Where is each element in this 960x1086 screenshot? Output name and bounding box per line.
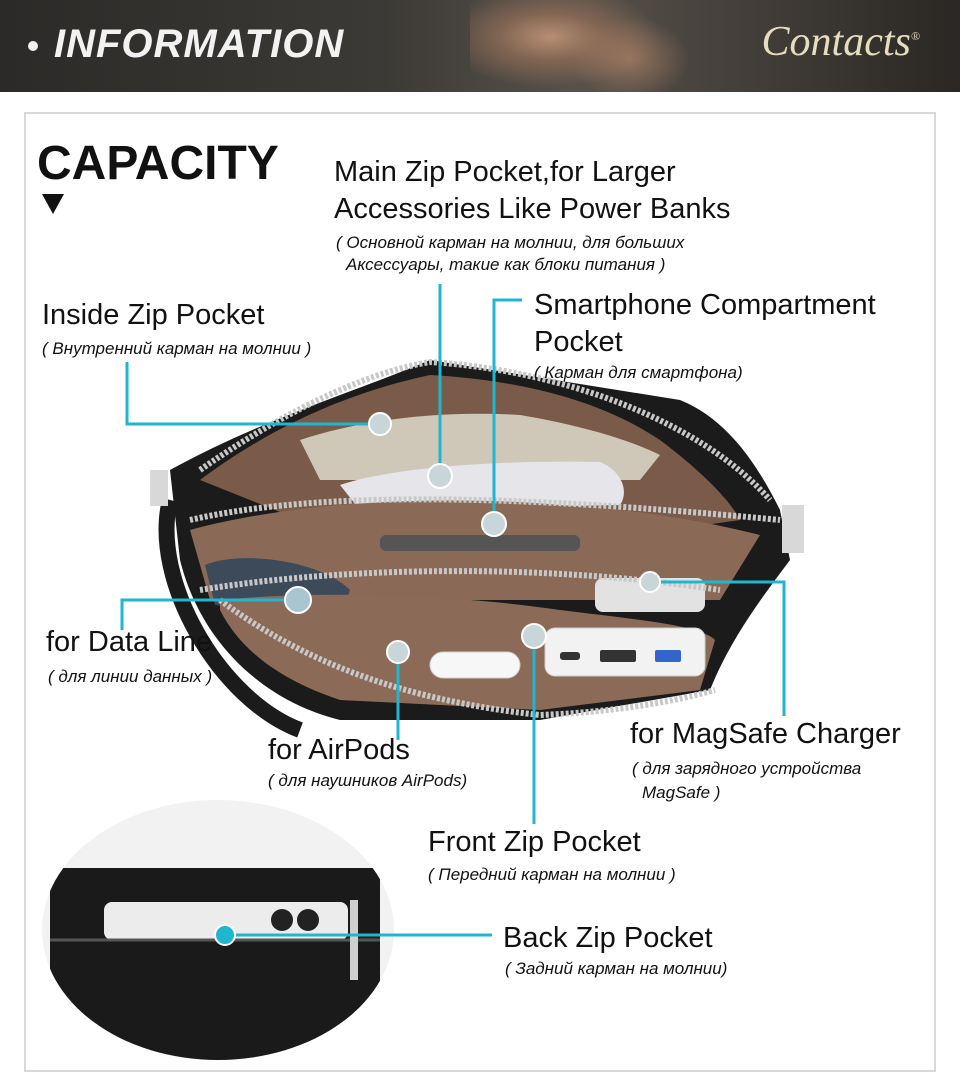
sub-back-zip: ( Задний карман на молнии) <box>505 959 728 978</box>
sub-magsafe-line2: MagSafe ) <box>642 783 721 802</box>
brand-logo: Contacts® <box>762 18 920 66</box>
magsafe-charger <box>595 578 705 612</box>
back-zip-pull <box>350 900 358 980</box>
dot-inside-zip <box>368 412 392 436</box>
label-inside-zip: Inside Zip Pocket <box>42 299 265 331</box>
banner-title: INFORMATION <box>28 22 344 67</box>
usb-cable <box>380 535 580 551</box>
airpods-case <box>429 651 521 679</box>
label-magsafe: for MagSafe Charger <box>630 718 901 750</box>
brand-name: Contacts <box>761 19 911 65</box>
triangle-down-icon <box>42 194 64 214</box>
bullet-icon <box>28 41 38 52</box>
zip-pull-left <box>150 470 168 506</box>
phone-camera-lens-1 <box>271 909 293 931</box>
label-main-zip-line2: Accessories Like Power Banks <box>334 193 731 225</box>
dot-smartphone <box>481 511 507 537</box>
line-smartphone <box>492 298 522 524</box>
label-back-zip: Back Zip Pocket <box>503 922 713 954</box>
content-frame <box>24 112 936 1072</box>
sub-main-zip-line2: Аксессуары, такие как блоки питания ) <box>346 255 666 274</box>
zipper-front <box>218 597 716 719</box>
brand-mark: ® <box>910 29 920 43</box>
sub-main-zip-line1: ( Основной карман на молнии, для больших <box>336 233 685 252</box>
banner-title-text: INFORMATION <box>54 22 345 66</box>
line-inside-zip <box>125 362 380 426</box>
dot-data-line <box>284 586 312 614</box>
label-smartphone-line1: Smartphone Compartment <box>534 289 876 321</box>
sub-inside-zip: ( Внутренний карман на молнии ) <box>42 339 312 358</box>
dot-main-zip <box>427 463 453 489</box>
hdmi-port <box>600 650 636 662</box>
label-airpods: for AirPods <box>268 734 410 766</box>
usb-a-port <box>655 650 681 662</box>
label-front-zip: Front Zip Pocket <box>428 826 641 858</box>
sub-magsafe-line1: ( для зарядного устройства <box>632 759 862 778</box>
phone-camera-lens-2 <box>297 909 319 931</box>
sub-airpods: ( для наушников AirPods) <box>268 771 468 790</box>
header-banner: INFORMATION Contacts® <box>0 0 960 92</box>
label-data-line: for Data Line <box>46 626 213 658</box>
dot-front-zip <box>521 623 547 649</box>
banner-photo-hands-2 <box>560 10 700 92</box>
dot-back-zip <box>214 924 236 946</box>
sub-data-line: ( для линии данных ) <box>48 667 213 686</box>
callout-lines <box>120 284 786 937</box>
label-smartphone-line2: Pocket <box>534 326 623 358</box>
dot-magsafe <box>639 571 661 593</box>
label-main-zip-line1: Main Zip Pocket,for Larger <box>334 156 676 188</box>
dot-airpods <box>386 640 410 664</box>
zip-pull-right <box>782 505 804 553</box>
usb-c-port <box>560 652 580 660</box>
wrist-strap <box>158 498 303 738</box>
sub-smartphone: ( Карман для смартфона) <box>534 363 743 382</box>
sub-front-zip: ( Передний карман на молнии ) <box>428 865 676 884</box>
capacity-heading: CAPACITY <box>37 137 279 190</box>
zipper-middle <box>189 496 781 523</box>
back-bag-body <box>50 868 380 1060</box>
line-magsafe <box>650 580 786 716</box>
line-data-line <box>120 598 298 630</box>
zipper-lower <box>199 568 721 593</box>
callout-dots <box>214 412 661 946</box>
